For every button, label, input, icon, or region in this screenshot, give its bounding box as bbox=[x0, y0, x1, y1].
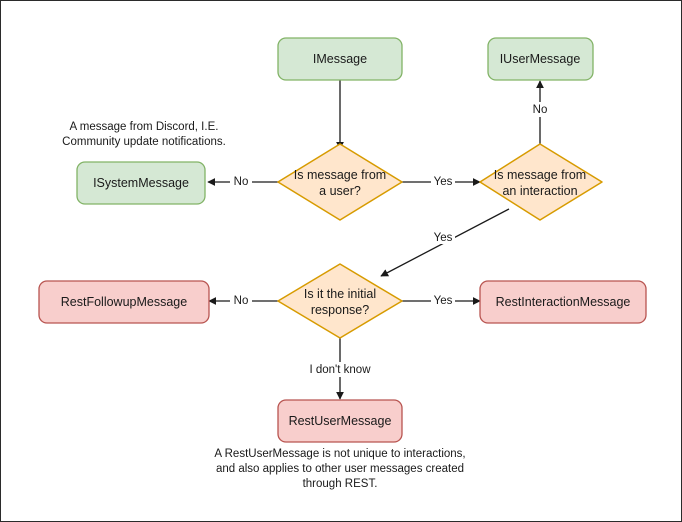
node-imessage[interactable]: IMessage bbox=[277, 37, 403, 81]
node-is-message-from-user[interactable]: Is message from a user? bbox=[277, 143, 403, 221]
node-label-is-it-initial-response-line1: Is it the initial bbox=[304, 287, 376, 301]
node-label-is-message-from-interaction-line1: Is message from bbox=[494, 168, 586, 182]
node-is-message-from-interaction[interactable]: Is message from an interaction bbox=[479, 143, 603, 221]
note-rest-user-message: A RestUserMessage is not unique to inter… bbox=[214, 448, 465, 490]
edge-user-no-to-isystemmessage: No bbox=[207, 174, 278, 189]
edge-label-no-user: No bbox=[234, 176, 249, 188]
edge-label-backdrop bbox=[431, 293, 455, 308]
note-rest-user-message-line3: through REST. bbox=[303, 478, 378, 490]
edge-label-backdrop bbox=[230, 293, 252, 308]
edge-user-yes-to-is-message-from-interaction: Yes bbox=[402, 174, 481, 189]
node-label-is-message-from-user-line2: a user? bbox=[319, 184, 361, 198]
node-label-restinteractionmessage: RestInteractionMessage bbox=[496, 295, 631, 309]
node-label-imessage: IMessage bbox=[313, 52, 367, 66]
node-iusermessage[interactable]: IUserMessage bbox=[487, 37, 594, 81]
edge-initial-idontknow-to-restusermessage: I don't know bbox=[301, 328, 379, 400]
node-is-it-initial-response[interactable]: Is it the initial response? bbox=[277, 263, 403, 339]
edge-label-backdrop bbox=[230, 174, 252, 189]
node-label-restfollowupmessage: RestFollowupMessage bbox=[61, 295, 187, 309]
edge-label-backdrop bbox=[301, 362, 379, 377]
edge-label-backdrop bbox=[431, 229, 455, 244]
node-label-is-message-from-interaction-line2: an interaction bbox=[502, 184, 577, 198]
edge-label-yes-user: Yes bbox=[434, 176, 453, 188]
edge-label-no-initial: No bbox=[234, 295, 249, 307]
node-restfollowupmessage[interactable]: RestFollowupMessage bbox=[38, 280, 210, 324]
note-system-message: A message from Discord, I.E. Community u… bbox=[62, 121, 226, 148]
node-shape[interactable] bbox=[479, 143, 603, 221]
node-shape[interactable] bbox=[277, 143, 403, 221]
note-rest-user-message-line2: and also applies to other user messages … bbox=[216, 463, 464, 475]
node-shape[interactable] bbox=[277, 263, 403, 339]
node-restinteractionmessage[interactable]: RestInteractionMessage bbox=[479, 280, 647, 324]
node-shape[interactable] bbox=[277, 399, 403, 443]
edge-label-backdrop bbox=[431, 174, 455, 189]
node-shape[interactable] bbox=[487, 37, 594, 81]
node-label-is-it-initial-response-line2: response? bbox=[311, 303, 369, 317]
note-system-message-line1: A message from Discord, I.E. bbox=[70, 121, 219, 133]
node-label-iusermessage: IUserMessage bbox=[500, 52, 581, 66]
edge-label-yes-interaction: Yes bbox=[434, 232, 453, 244]
edge-initial-yes-to-restinteractionmessage: Yes bbox=[402, 293, 481, 308]
node-label-is-message-from-user-line1: Is message from bbox=[294, 168, 386, 182]
node-label-restusermessage: RestUserMessage bbox=[289, 414, 392, 428]
node-shape[interactable] bbox=[277, 37, 403, 81]
note-rest-user-message-line1: A RestUserMessage is not unique to inter… bbox=[214, 448, 465, 460]
note-system-message-line2: Community update notifications. bbox=[62, 136, 226, 148]
edge-label-i-dont-know: I don't know bbox=[309, 364, 371, 376]
node-shape[interactable] bbox=[38, 280, 210, 324]
node-shape[interactable] bbox=[479, 280, 647, 324]
node-isystemmessage[interactable]: ISystemMessage bbox=[76, 161, 206, 205]
edge-label-no-interaction: No bbox=[533, 104, 548, 116]
edge-initial-no-to-restfollowupmessage: No bbox=[208, 293, 278, 308]
edge-interaction-no-to-iusermessage: No bbox=[529, 80, 551, 149]
edge-interaction-yes-to-is-it-initial-response: Yes bbox=[380, 208, 510, 277]
node-shape[interactable] bbox=[76, 161, 206, 205]
node-restusermessage[interactable]: RestUserMessage bbox=[277, 399, 403, 443]
edge-label-yes-initial: Yes bbox=[434, 295, 453, 307]
node-label-isystemmessage: ISystemMessage bbox=[93, 176, 189, 190]
edge-label-backdrop bbox=[529, 102, 551, 117]
